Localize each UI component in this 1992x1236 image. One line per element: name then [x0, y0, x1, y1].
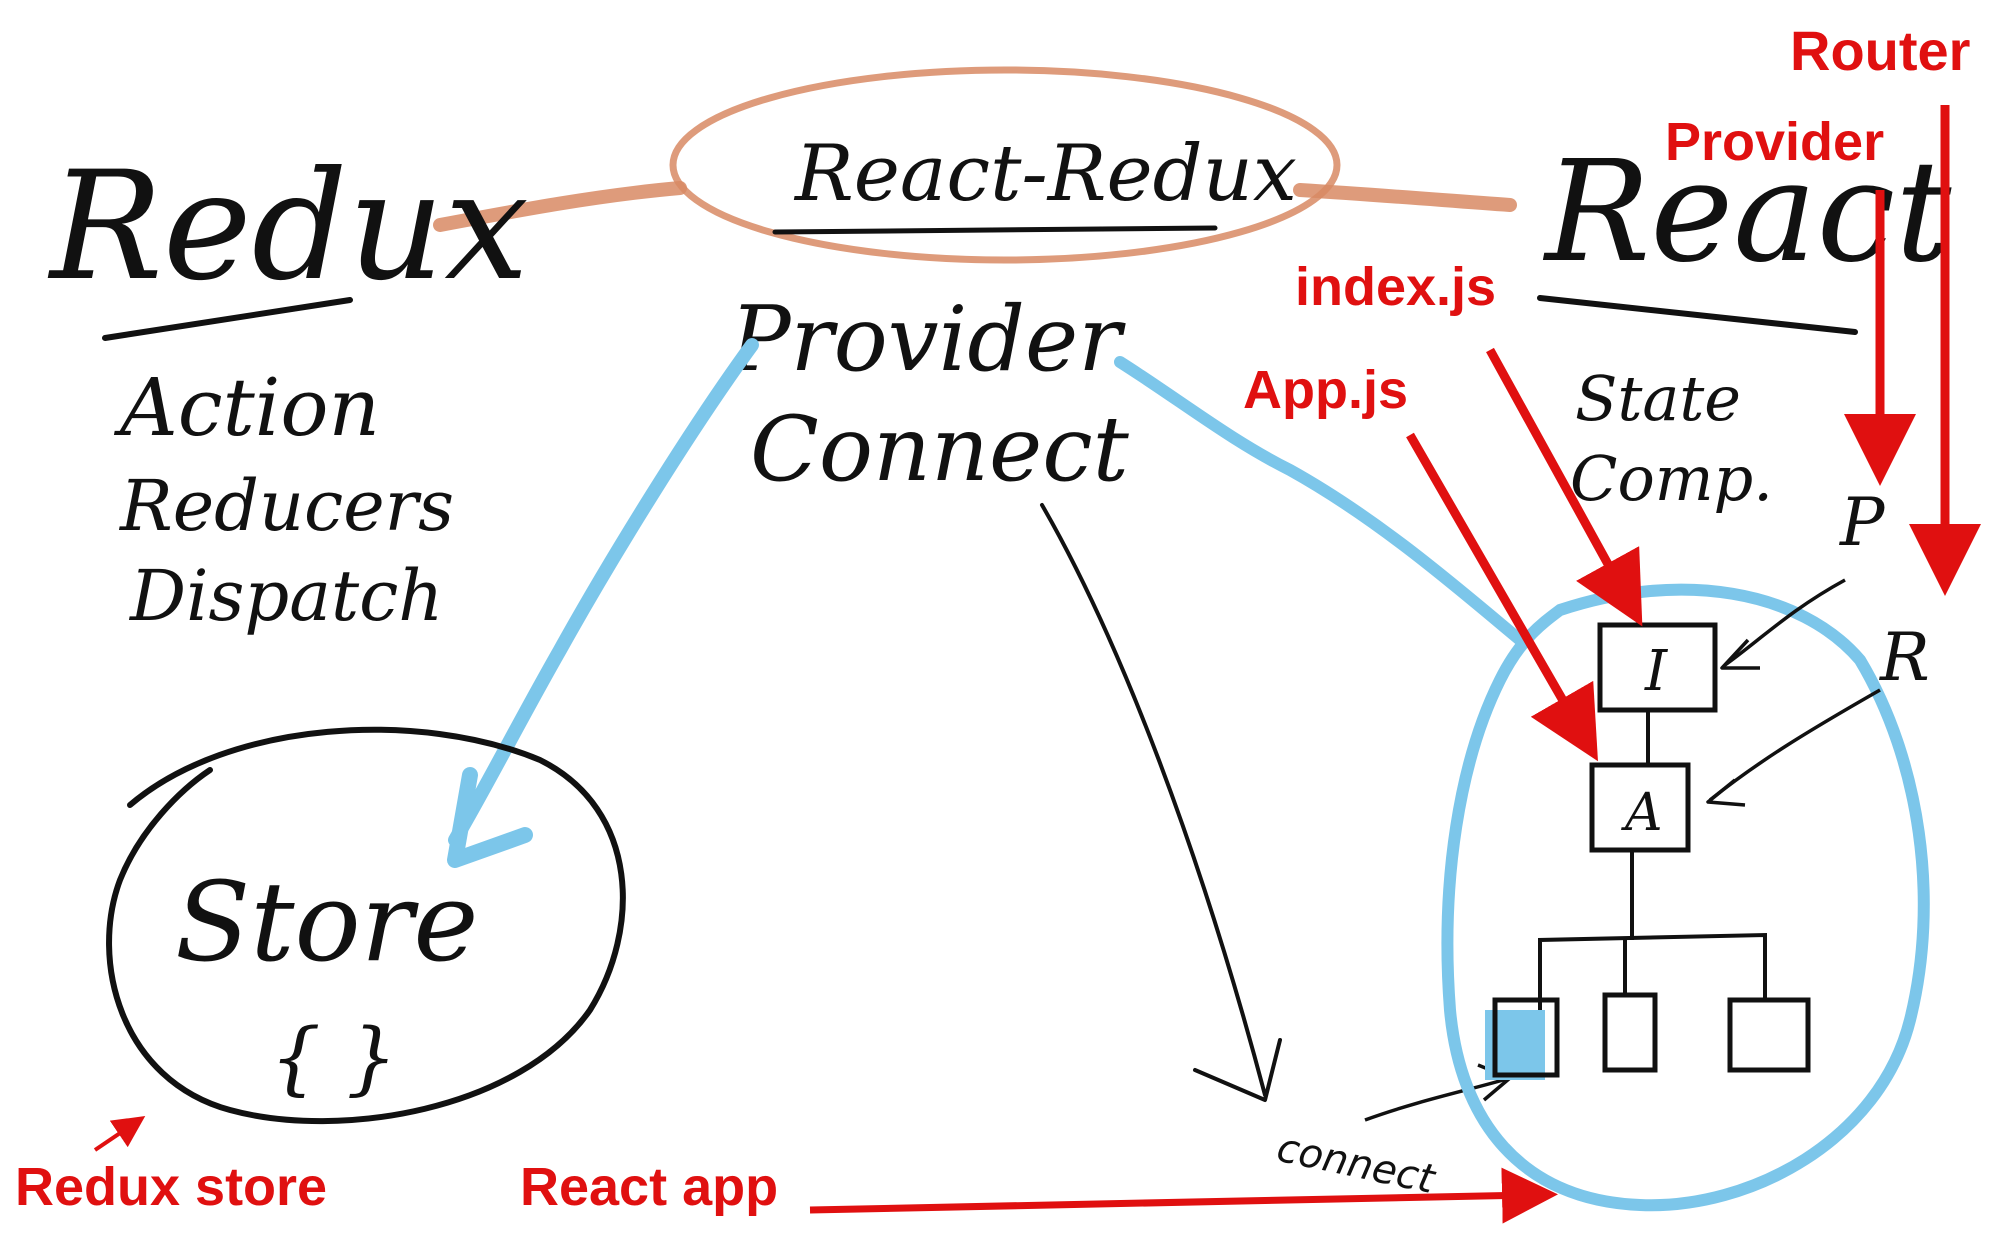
- annotation-redux-store: Redux store: [15, 1157, 327, 1217]
- annotation-provider: Provider: [1665, 112, 1884, 172]
- brown-band-left: [433, 181, 687, 232]
- store-label: Store: [175, 858, 478, 986]
- connect-arrow: [1040, 503, 1267, 1097]
- redux-item-reducers: Reducers: [118, 465, 454, 547]
- react-redux-oval: [669, 66, 1341, 264]
- router-to-app-arrow: [1708, 688, 1881, 802]
- brown-band-right: [1293, 183, 1517, 212]
- app-js-red-arrow: [1406, 432, 1598, 762]
- blue-arrowhead-store: [447, 767, 533, 868]
- react-item-state: State: [1575, 362, 1741, 435]
- redux-item-action: Action: [113, 361, 380, 454]
- store-braces: { }: [270, 1011, 397, 1104]
- node-index-label: I: [1644, 639, 1669, 704]
- react-item-comp: Comp.: [1570, 442, 1773, 515]
- side-router-letter: R: [1879, 619, 1930, 696]
- annotation-router: Router: [1790, 19, 1970, 82]
- annotation-index-js: index.js: [1295, 257, 1496, 317]
- edge-branches: [1538, 932, 1767, 1010]
- redux-store-red-arrow: [93, 1116, 146, 1152]
- provider-to-index-arrowhead: [1720, 638, 1760, 670]
- blue-link-provider-to-react: [1114, 356, 1526, 646]
- redux-heading: Redux: [47, 140, 529, 314]
- react-app-red-arrow: [809, 1167, 1558, 1224]
- react-redux-item-provider: Provider: [728, 287, 1126, 392]
- child-component-right: [1727, 997, 1811, 1073]
- annotation-react-app: React app: [520, 1157, 778, 1217]
- redux-underline: [102, 297, 353, 341]
- connect-to-component-arrow: [1364, 1076, 1511, 1122]
- redux-item-dispatch: Dispatch: [128, 555, 443, 637]
- node-app-label: A: [1621, 783, 1663, 843]
- store-circle: [106, 726, 626, 1125]
- node-app-box: [1589, 762, 1691, 853]
- blue-link-provider-to-store: [448, 338, 759, 847]
- connect-arrowhead: [1193, 1038, 1282, 1102]
- index-js-red-arrow: [1486, 347, 1643, 627]
- child-component-middle: [1602, 992, 1658, 1073]
- react-app-boundary: [1441, 583, 1930, 1212]
- provider-to-index-arrow: [1723, 578, 1846, 667]
- connect-small-label: connect: [1273, 1125, 1440, 1203]
- react-redux-item-connect: Connect: [750, 397, 1130, 502]
- router-to-app-arrowhead: [1706, 778, 1746, 807]
- side-provider-letter: P: [1839, 484, 1886, 561]
- annotation-app-js: App.js: [1243, 360, 1408, 420]
- react-redux-underline: [772, 225, 1218, 235]
- react-underline: [1537, 295, 1858, 335]
- react-redux-heading: React-Redux: [793, 129, 1297, 219]
- node-index-box: [1597, 622, 1718, 713]
- child-component-left: [1492, 997, 1560, 1078]
